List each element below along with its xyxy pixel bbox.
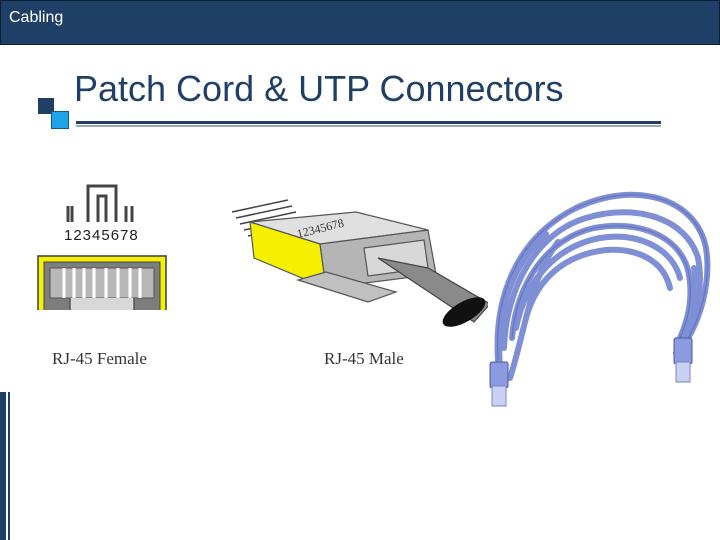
female-pin-numbers: 12345678 — [64, 227, 139, 244]
title-underline-shadow — [76, 125, 661, 127]
slide-title: Patch Cord & UTP Connectors — [74, 68, 564, 109]
title-underline — [76, 121, 661, 124]
rj45-female-label: RJ-45 Female — [52, 349, 147, 368]
title-bullet-icon — [38, 98, 72, 132]
patch-cord-image — [489, 191, 711, 407]
rj45-male-diagram: 12345678 — [231, 199, 488, 327]
rj45-female-diagram — [37, 184, 167, 310]
left-rail-decoration-thin — [8, 392, 10, 540]
header-bar: Cabling — [0, 0, 720, 45]
header-title: Cabling — [9, 9, 64, 26]
left-rail-decoration — [0, 392, 6, 540]
rj45-male-label: RJ-45 Male — [324, 349, 404, 368]
